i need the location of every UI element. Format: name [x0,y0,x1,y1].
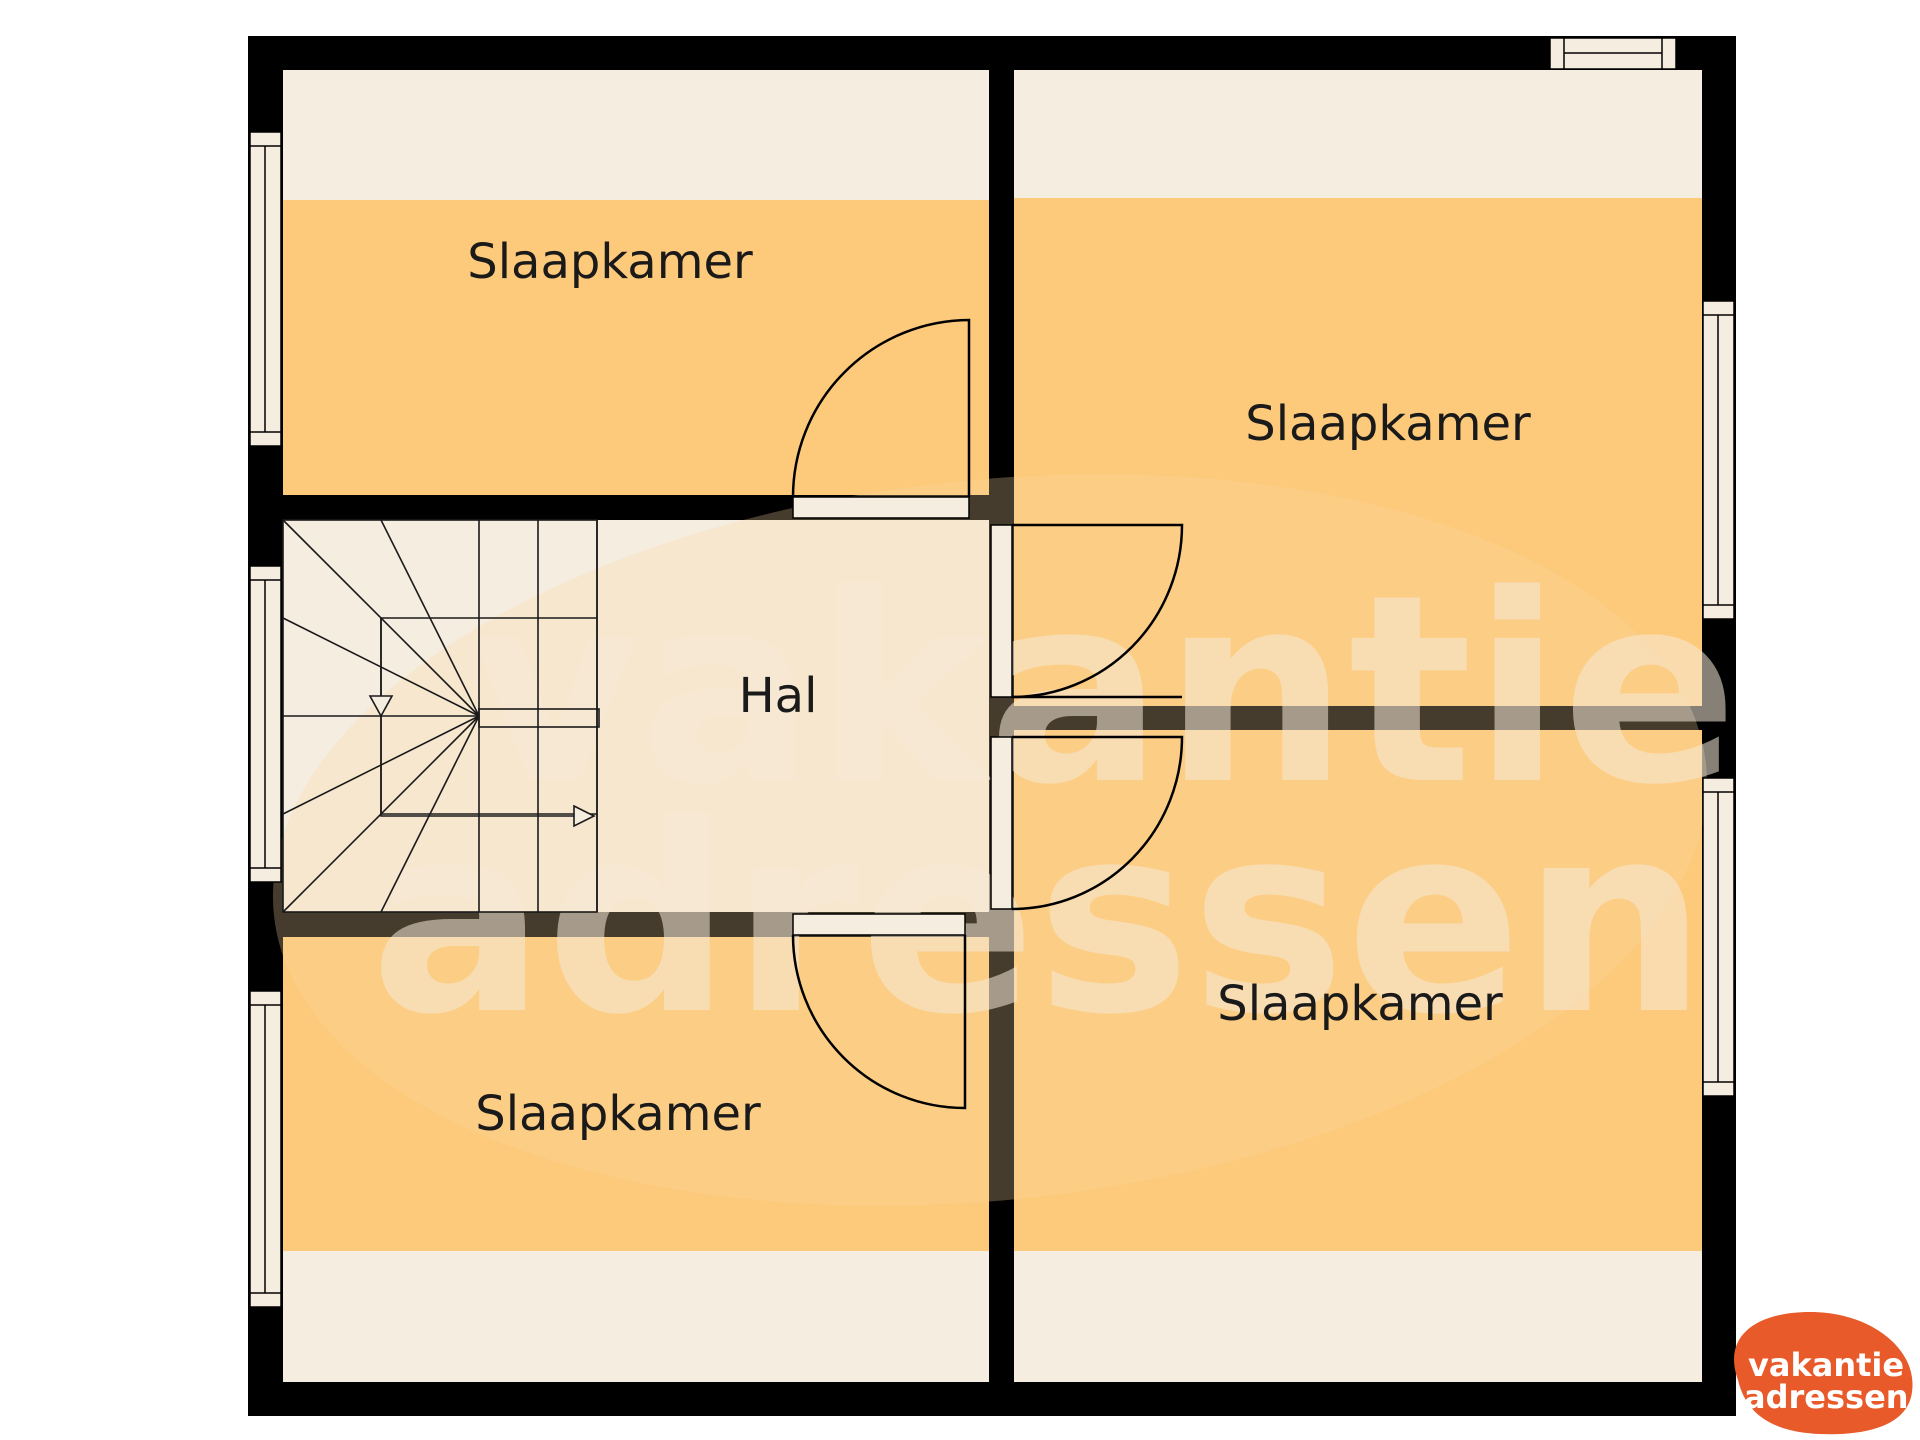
room-label-hall: Hal [739,668,818,724]
room-top-left [283,70,989,495]
watermark-line1: vakantie [470,540,1738,842]
window-left-middle [249,565,282,883]
brand-logo: vakantie adressen [1734,1312,1913,1435]
door-opening-top-left [792,496,970,519]
logo-line1: vakantie [1748,1346,1904,1384]
room-label-top-right: Slaapkamer [1245,396,1531,452]
door-swing-bottom-left [791,934,967,1110]
door-swing-bottom-right [1011,735,1184,911]
watermark-line2: adressen [370,770,1707,1072]
room-top-right [1014,70,1702,706]
window-top [1549,37,1677,70]
room-label-top-left: Slaapkamer [467,234,753,290]
staircase [282,519,600,913]
door-swing-top-right [1011,523,1184,699]
logo-line2: adressen [1744,1378,1909,1416]
window-left-bottom [249,990,282,1308]
window-right-bottom [1702,777,1735,1097]
window-left-top [249,131,282,447]
room-bottom-left [283,937,989,1382]
door-opening-bottom-right [990,736,1013,910]
door-opening-bottom-left [792,913,966,936]
room-label-bottom-left: Slaapkamer [475,1086,761,1142]
door-swing-top-left [791,318,971,498]
room-label-bottom-right: Slaapkamer [1217,976,1503,1032]
watermark: vakantie adressen [272,474,1738,1206]
room-bottom-right [1014,730,1702,1382]
door-opening-top-right [990,524,1013,698]
window-right-top [1702,300,1735,620]
